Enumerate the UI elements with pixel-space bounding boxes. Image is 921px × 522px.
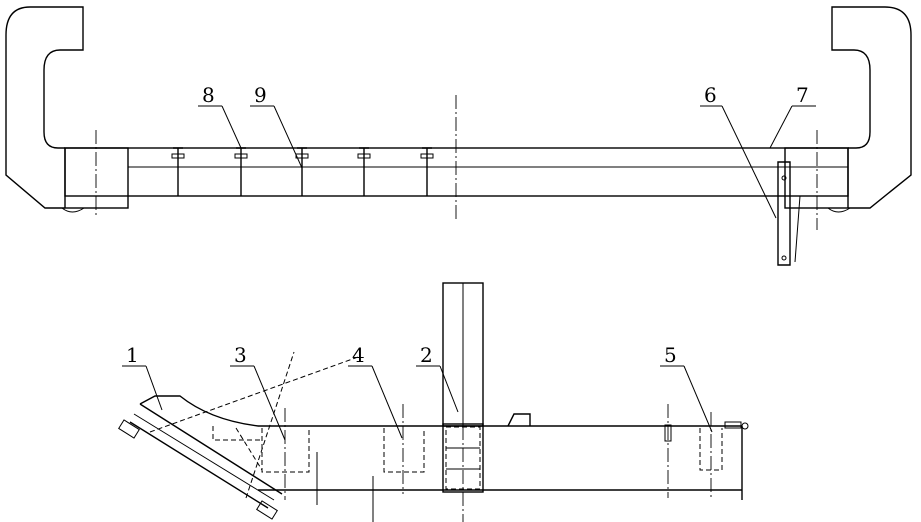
callout-6: 6: [704, 83, 717, 107]
right-end-block: [784, 147, 849, 209]
callout-5: 5: [664, 343, 677, 367]
bottom-view: [118, 282, 749, 522]
left-arm: [5, 6, 84, 209]
callout-8: 8: [202, 83, 215, 107]
callouts-top: [198, 105, 816, 219]
top-view: [5, 6, 912, 266]
right-arm: [831, 6, 912, 209]
main-beam: [64, 147, 849, 197]
hangers: [171, 147, 434, 196]
callout-4: 4: [352, 343, 365, 367]
right-wheel: [827, 207, 851, 213]
callout-9: 9: [254, 83, 267, 107]
callouts-bottom: [122, 365, 713, 441]
callout-1: 1: [126, 343, 139, 367]
inclined-arm: [129, 395, 283, 509]
left-end-block: [64, 147, 129, 209]
right-bracket: [777, 161, 791, 266]
left-wheel: [61, 207, 85, 213]
callout-3: 3: [234, 343, 247, 367]
callout-7: 7: [796, 83, 809, 107]
callout-2: 2: [420, 343, 433, 367]
